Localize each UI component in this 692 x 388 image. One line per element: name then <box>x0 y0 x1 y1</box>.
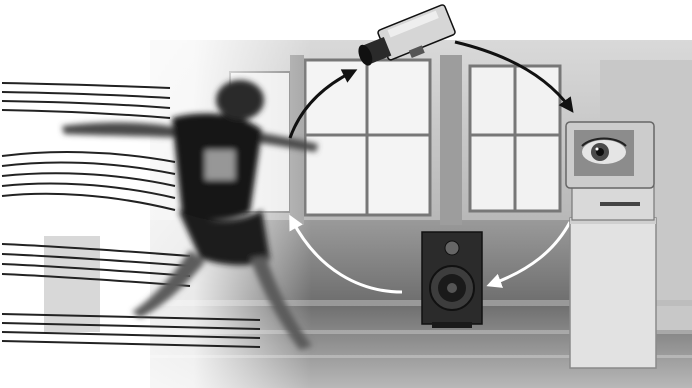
pedestal <box>570 218 656 368</box>
monitor-installation <box>566 122 656 368</box>
eye-image <box>582 139 626 165</box>
ghost-box <box>44 236 100 332</box>
loudspeaker <box>422 232 482 328</box>
